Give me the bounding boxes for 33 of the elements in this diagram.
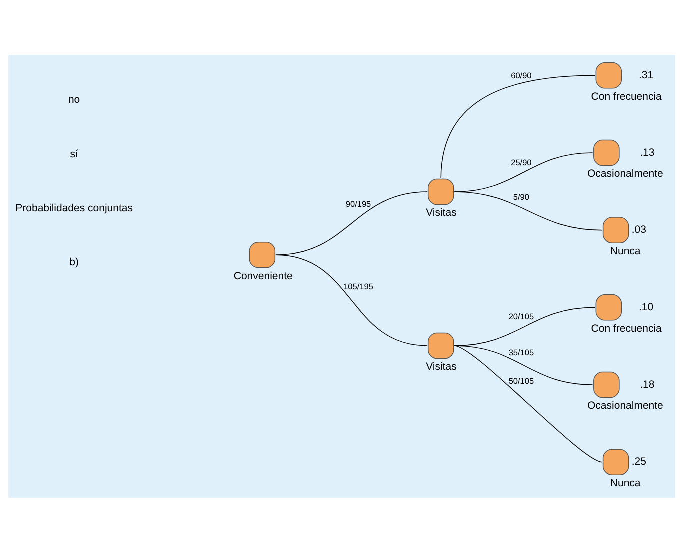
connector: [276, 254, 428, 346]
connector: [454, 346, 594, 386]
edge-label: 25/90: [511, 158, 532, 168]
node-label: .25: [632, 456, 646, 468]
edge-label: 105/195: [344, 282, 374, 292]
node-label: Nunca: [610, 478, 641, 490]
edge-label: 5/90: [513, 193, 530, 202]
node-label: Conveniente: [234, 270, 293, 282]
node-label: .10: [638, 301, 654, 314]
node-label: Visitas: [426, 207, 457, 220]
label: Probabilidades conjuntas: [16, 202, 133, 214]
connector: [454, 192, 603, 231]
label: no: [68, 94, 80, 106]
connector: [440, 75, 596, 179]
connector: [454, 346, 603, 463]
node-label: Nunca: [610, 246, 641, 258]
edge-label: 60/90: [511, 72, 532, 80]
node-label: .31: [638, 69, 654, 82]
edge-label: 50/105: [508, 377, 534, 386]
node-label: .03: [632, 224, 646, 236]
connector: [276, 192, 428, 256]
node-label: .18: [640, 378, 655, 391]
edge-label: 35/105: [508, 348, 534, 358]
node-label: Ocasionalmente: [588, 168, 664, 180]
label: sí: [70, 148, 78, 160]
node-label: Con frecuencia: [591, 90, 662, 103]
node-label: .13: [640, 146, 655, 159]
edge-label: 20/105: [508, 312, 534, 322]
edge-label: 90/195: [346, 200, 372, 209]
node-label: Ocasionalmente: [588, 400, 664, 412]
label: b): [70, 256, 79, 268]
node-label: Con frecuencia: [591, 322, 662, 335]
node-label: Visitas: [426, 361, 457, 374]
